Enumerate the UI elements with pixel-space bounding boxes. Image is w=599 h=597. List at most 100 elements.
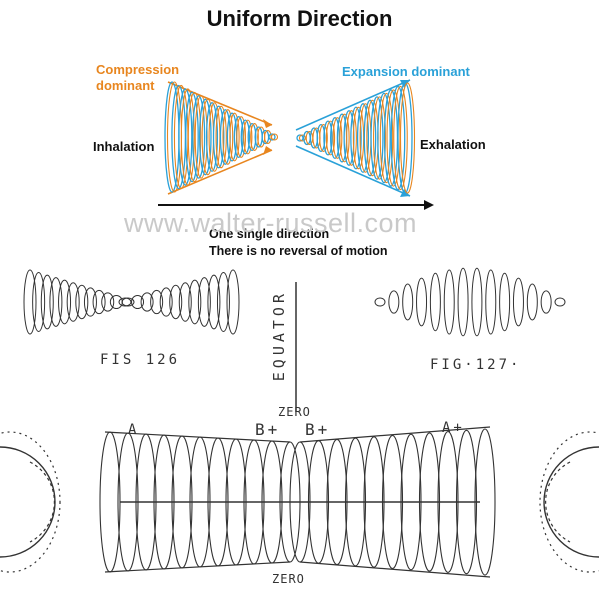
sketch-ring <box>117 432 139 572</box>
fig-127-spiral <box>374 267 566 337</box>
sketch-ring <box>416 277 428 327</box>
zero-top-label: ZERO <box>278 405 311 419</box>
expansion-cone <box>295 79 416 197</box>
sketch-ring <box>429 272 441 332</box>
sketch-figures <box>0 267 599 578</box>
exhalation-label: Exhalation <box>420 137 486 152</box>
sketch-ring <box>207 437 229 567</box>
cone-ring <box>339 113 350 163</box>
double-cone-figure <box>99 426 496 578</box>
cone-outline <box>299 561 491 578</box>
arrow-head-icon <box>263 146 272 155</box>
sketch-ring <box>99 431 121 573</box>
cone-ring <box>393 85 408 191</box>
sketch-ring <box>66 282 80 322</box>
cone-ring <box>332 117 343 159</box>
cone-ring <box>229 112 240 162</box>
sketch-ring <box>58 279 72 325</box>
cone-ring <box>205 102 219 172</box>
sketch-ring <box>485 269 497 335</box>
b-plus-left-label: B+ <box>255 420 281 439</box>
sketch-ring <box>109 294 123 310</box>
compression-label: Compression dominant <box>96 62 180 93</box>
sketch-ring <box>216 272 230 332</box>
sketch-ring <box>261 440 283 564</box>
expansion-arrow-lower <box>295 145 411 197</box>
cone-ring <box>180 88 195 186</box>
cone-ring <box>325 120 336 156</box>
sketch-ring <box>40 274 54 330</box>
page-title: Uniform Direction <box>206 6 393 31</box>
watermark: www.walter-russell.com <box>124 208 418 238</box>
sketch-ring <box>75 284 89 320</box>
cone-ring <box>399 82 416 194</box>
sketch-ring <box>131 294 145 310</box>
cone-ring <box>240 119 251 155</box>
sketch-ring <box>225 438 247 566</box>
sketch-ring <box>418 432 441 572</box>
sketch-ring <box>23 269 37 335</box>
cone-ring <box>201 98 215 176</box>
sketch-ring <box>374 297 386 307</box>
uniform-direction-diagram <box>158 79 434 210</box>
sketch-ring <box>49 277 63 327</box>
cone-ring <box>236 116 247 158</box>
cone-ring <box>215 105 227 169</box>
sketch-ring <box>381 434 404 570</box>
sketch-ring <box>363 436 385 568</box>
sketch-ring <box>150 289 164 315</box>
cone-ring <box>233 116 244 158</box>
sketch-ring <box>159 287 173 317</box>
sketch-ring <box>83 287 97 317</box>
cone-ring <box>319 124 328 152</box>
sketch-ring <box>443 269 455 335</box>
direction-note: There is no reversal of motion <box>209 244 388 258</box>
cone-ring <box>397 82 413 194</box>
sketch-ring <box>402 283 414 321</box>
zero-bottom-label: ZERO <box>272 572 305 586</box>
cone-ring <box>363 99 377 177</box>
cone-ring <box>250 123 259 151</box>
arrow-right-icon <box>424 200 434 210</box>
fig-126-label: FIS 126 <box>100 352 181 368</box>
direction-caption: One single direction <box>209 227 330 241</box>
sketch-ring <box>526 283 538 321</box>
cone-ring <box>352 106 365 170</box>
cone-ring <box>243 119 253 155</box>
expansion-arrow-upper <box>295 79 411 131</box>
sketch-ring <box>437 431 459 573</box>
sketch-ring <box>118 297 132 307</box>
cone-ring <box>268 133 276 141</box>
b-plus-right-label: B+ <box>305 420 331 439</box>
sketch-ring <box>471 267 483 337</box>
cone-ring <box>370 96 384 180</box>
sketch-ring <box>189 436 211 568</box>
a-plus-right-label: A+ <box>442 420 465 436</box>
cone-ring <box>316 123 326 153</box>
sketch-ring <box>207 274 221 330</box>
sketch-ring <box>178 282 192 322</box>
sketch-ring <box>32 272 46 332</box>
sketch-ring <box>197 277 211 327</box>
cone-ring <box>187 91 202 183</box>
sketch-ring <box>135 433 157 571</box>
cone-ring <box>199 98 212 176</box>
sketch-ring <box>92 289 106 315</box>
cone-ring <box>379 92 394 184</box>
sketch-ring <box>512 277 524 327</box>
cone-ring <box>178 88 193 186</box>
sketch-ring <box>400 433 422 571</box>
left-sphere <box>0 431 61 573</box>
sketch-ring <box>499 272 511 332</box>
cone-ring <box>390 85 406 191</box>
cone-outline <box>104 561 291 573</box>
cone-ring <box>298 134 307 142</box>
cone-ring <box>356 103 370 173</box>
sketch-ring <box>326 438 348 566</box>
fig-127-label: FIG·127· <box>430 357 522 373</box>
cone-ring <box>373 96 386 180</box>
sketch-ring <box>554 297 566 307</box>
cone-ring <box>330 117 340 159</box>
sketch-ring <box>188 279 202 325</box>
compression-arrow-lower <box>167 149 273 195</box>
